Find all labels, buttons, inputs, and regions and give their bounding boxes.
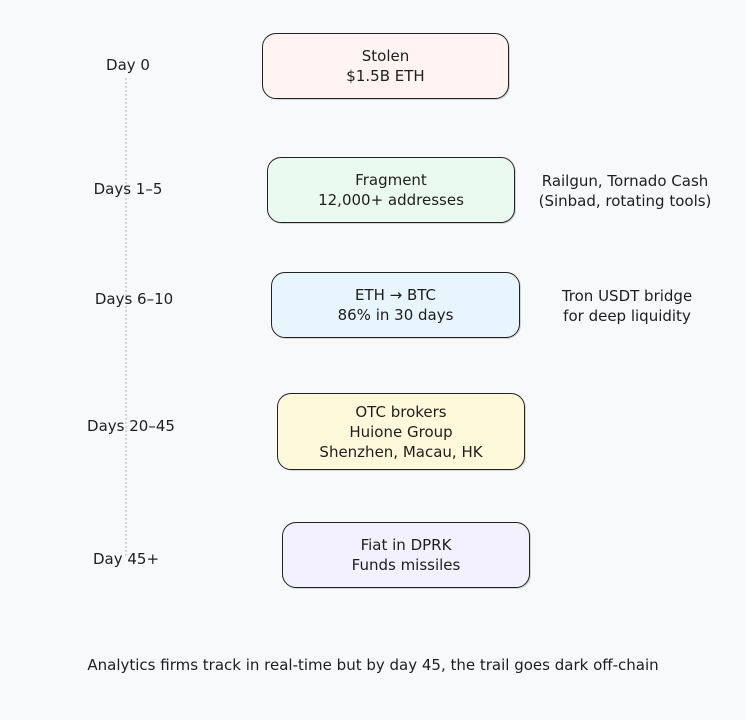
stage-box-fragment: Fragment 12,000+ addresses — [267, 157, 515, 223]
stage-line: Shenzhen, Macau, HK — [319, 442, 483, 461]
note-line: (Sinbad, rotating tools) — [538, 192, 712, 210]
day-label-3: Days 20–45 — [87, 417, 175, 435]
stage-line: Fragment — [355, 171, 427, 189]
stage-box-otc: OTC brokers Huione Group Shenzhen, Macau… — [277, 393, 525, 470]
stage-line: Huione Group — [349, 422, 453, 441]
day-label-4: Day 45+ — [92, 550, 160, 568]
note-line: Railgun, Tornado Cash — [541, 172, 709, 190]
note-mixers: Railgun, Tornado Cash (Sinbad, rotating … — [539, 171, 712, 211]
stage-line: ETH → BTC — [354, 286, 437, 304]
stage-line: 12,000+ addresses — [318, 191, 464, 209]
timeline-line — [125, 78, 127, 556]
note-line: Tron USDT bridge — [561, 287, 693, 305]
stage-line: Funds missiles — [351, 556, 461, 574]
stage-line: 86% in 30 days — [337, 306, 454, 324]
stage-line: Fiat in DPRK — [360, 536, 452, 554]
day-label-0: Day 0 — [106, 56, 150, 74]
day-label-2: Days 6–10 — [94, 290, 174, 308]
day-label-1: Days 1–5 — [93, 180, 163, 198]
footer-caption: Analytics firms track in real-time but b… — [87, 656, 659, 674]
note-bridge: Tron USDT bridge for deep liquidity — [562, 286, 692, 326]
stage-box-fiat: Fiat in DPRK Funds missiles — [282, 522, 530, 588]
stage-line: Stolen — [361, 47, 410, 65]
note-line: for deep liquidity — [563, 307, 691, 325]
stage-box-stolen: Stolen $1.5B ETH — [262, 33, 509, 99]
stage-line: OTC brokers — [355, 402, 447, 421]
stage-line: $1.5B ETH — [346, 67, 425, 85]
stage-box-eth-btc: ETH → BTC 86% in 30 days — [271, 272, 520, 338]
